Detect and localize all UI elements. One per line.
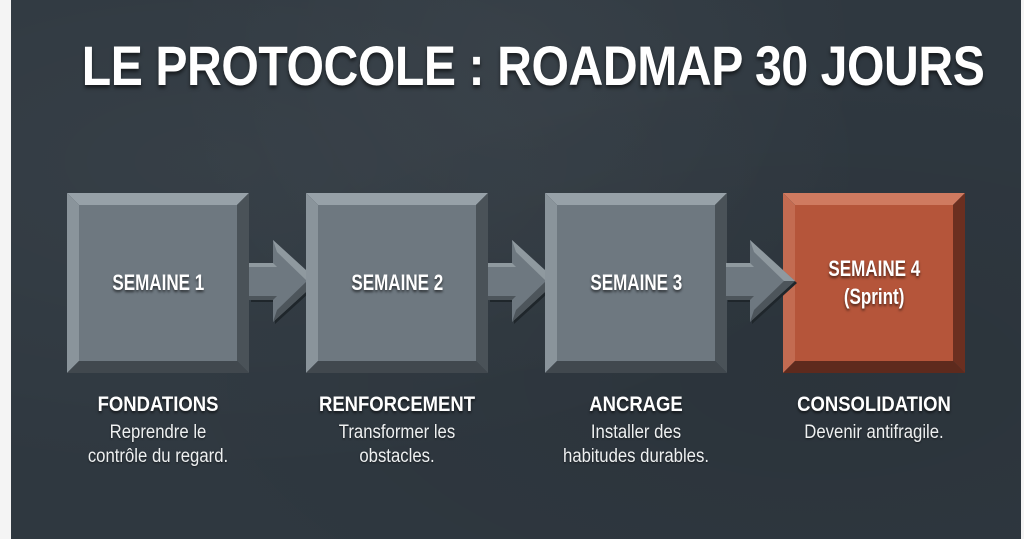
caption-line: Transformer les <box>338 422 456 443</box>
caption-line: Installer des <box>590 422 682 443</box>
box-bevel <box>67 193 249 373</box>
step-label: SEMAINE 1 <box>112 270 204 295</box>
caption-title: CONSOLIDATION <box>797 393 951 416</box>
step-box-week-3: SEMAINE 3 <box>545 193 727 373</box>
caption-line: contrôle du regard. <box>87 446 229 467</box>
step-box-face: SEMAINE 3 <box>557 205 715 361</box>
box-bevel <box>545 193 727 373</box>
caption-line: habitudes durables. <box>563 446 709 467</box>
step-sublabel: (Sprint) <box>843 284 905 309</box>
step-caption-week-2: RENFORCEMENT Transformer les obstacles. <box>282 392 512 469</box>
step-caption-week-3: ANCRAGE Installer des habitudes durables… <box>521 392 751 469</box>
step-label: SEMAINE 3 <box>590 270 682 295</box>
step-label: SEMAINE 2 <box>351 270 443 295</box>
box-bevel <box>306 193 488 373</box>
step-caption-week-4: CONSOLIDATION Devenir antifragile. <box>759 392 989 445</box>
caption-line: Devenir antifragile. <box>804 422 944 443</box>
step-box-face: SEMAINE 4 (Sprint) <box>795 205 953 361</box>
caption-title: ANCRAGE <box>589 393 683 416</box>
caption-line: Reprendre le <box>109 422 207 443</box>
arrow-right-icon <box>726 240 797 324</box>
step-box-week-1: SEMAINE 1 <box>67 193 249 373</box>
step-box-week-4: SEMAINE 4 (Sprint) <box>783 193 965 373</box>
step-box-face: SEMAINE 2 <box>318 205 476 361</box>
roadmap-panel: LE PROTOCOLE : ROADMAP 30 JOURS SEMAINE … <box>11 0 1021 539</box>
step-caption-week-1: FONDATIONS Reprendre le contrôle du rega… <box>43 392 273 469</box>
caption-title: RENFORCEMENT <box>318 393 476 416</box>
step-box-face: SEMAINE 1 <box>79 205 237 361</box>
step-label: SEMAINE 4 <box>828 256 920 281</box>
step-box-week-2: SEMAINE 2 <box>306 193 488 373</box>
page-title: LE PROTOCOLE : ROADMAP 30 JOURS <box>81 34 985 97</box>
caption-title: FONDATIONS <box>97 393 219 416</box>
box-bevel <box>783 193 965 373</box>
caption-line: obstacles. <box>359 446 435 467</box>
